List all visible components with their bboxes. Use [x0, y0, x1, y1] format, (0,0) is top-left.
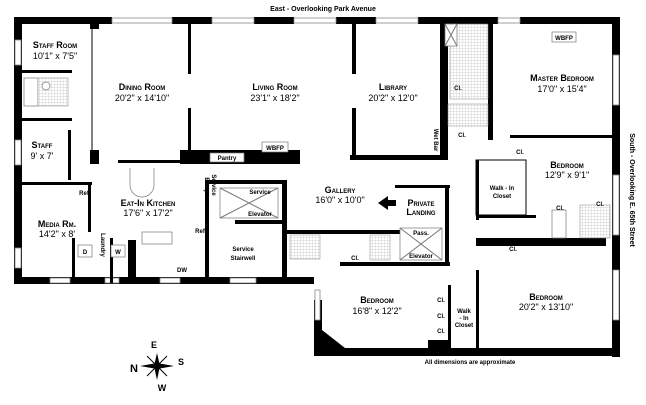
walk-in-small-label: - In: [460, 316, 469, 322]
closet-label: Cl.: [437, 329, 445, 335]
staff-name: Staff: [32, 140, 53, 150]
bedroom-4-dims: 20'2" x 13'10": [519, 302, 573, 312]
bedroom-4-name: Bedroom: [529, 292, 563, 302]
staff-dims: 9' x 7': [31, 151, 54, 161]
pass-elevator-label: Elevator: [409, 254, 433, 260]
compass-w: W: [158, 383, 167, 393]
closet-label: Cl.: [437, 298, 445, 304]
closet-label: Cl.: [437, 314, 445, 320]
compass-icon: E N S W: [130, 340, 184, 393]
living-room-name: Living Room: [252, 82, 297, 92]
pantry-label: Pantry: [218, 156, 237, 162]
service-elevator-label: Service: [249, 190, 271, 196]
compass-s: S: [178, 357, 184, 367]
ref-label: Ref: [195, 229, 206, 235]
closet-label: Cl.: [458, 133, 466, 139]
dw-label: DW: [177, 268, 187, 274]
outer-walls: [14, 17, 620, 357]
library-dims: 20'2" x 12'0": [368, 93, 417, 103]
dining-room-dims: 20'2" x 14'10": [115, 93, 169, 103]
master-bedroom-name: Master Bedroom: [530, 73, 594, 83]
dryer-label: D: [83, 250, 88, 256]
dining-room-name: Dining Room: [119, 82, 166, 92]
approximate-note: All dimensions are approximate: [425, 360, 516, 366]
east-orientation-label: East - Overlooking Park Avenue: [270, 6, 376, 13]
service-stairwell-label: Service: [232, 247, 254, 253]
service-stairwell-label: Stairwell: [231, 256, 256, 262]
closet-label: Cl.: [596, 202, 604, 208]
library-name: Library: [379, 82, 407, 92]
walk-in-closet-label: Walk - In: [490, 186, 515, 192]
media-room-name: Media Rm.: [38, 219, 76, 229]
private-landing-label: Landing: [406, 207, 435, 217]
walk-in-closet-label: Closet: [493, 194, 511, 200]
walk-in-small-label: Walk: [457, 309, 471, 315]
closet-label: Cl.: [556, 206, 564, 212]
bedroom-3-dims: 16'8" x 12'2": [352, 306, 401, 316]
arrow-icon: [378, 196, 396, 210]
pass-elevator-label: Pass.: [413, 231, 429, 237]
closet-label: Cl.: [351, 256, 359, 262]
service-elevator-label: Elevator: [248, 212, 272, 218]
compass-e: E: [151, 340, 157, 350]
south-orientation-label: South - Overlooking E. 65th Street: [628, 133, 635, 247]
ref-label: Ref: [79, 191, 90, 197]
kitchen-name: Eat-In Kitchen: [121, 198, 176, 208]
compass-n: N: [130, 363, 138, 375]
interior-walls: [22, 17, 612, 350]
master-bedroom-dims: 17'0" x 15'4": [537, 84, 586, 94]
wbfp-living-label: WBFP: [266, 146, 284, 152]
closet-label: Cl.: [454, 86, 462, 92]
fixture-labels: WBFP WBFP Pantry Wet Bar Cl. Cl. Cl. Cl.…: [77, 31, 604, 335]
walk-in-small-label: Closet: [455, 323, 473, 329]
media-room-dims: 14'2" x 8': [39, 229, 75, 239]
closet-label: Cl.: [509, 247, 517, 253]
fixtures: [23, 23, 611, 261]
private-landing-label: Private: [407, 198, 434, 208]
living-room-dims: 23'1" x 18'2": [250, 93, 299, 103]
staff-room-name: Staff Room: [33, 40, 77, 50]
laundry-label: Laundry: [99, 233, 105, 257]
washer-label: W: [115, 250, 121, 256]
gallery-dims: 16'0" x 10'0": [315, 195, 364, 205]
service-entry-label: Service: [210, 174, 216, 196]
bedroom-3-name: Bedroom: [360, 295, 394, 305]
closet-label: Cl.: [516, 150, 524, 156]
service-entry-label: Entry: [203, 177, 209, 193]
wet-bar-label: Wet Bar: [432, 129, 438, 152]
bedroom-2-name: Bedroom: [550, 160, 584, 170]
kitchen-dims: 17'6" x 17'2": [123, 208, 172, 218]
gallery-name: Gallery: [325, 185, 356, 195]
staff-room-dims: 10'1" x 7'5": [33, 51, 77, 61]
room-labels: Staff Room 10'1" x 7'5" Dining Room 20'2…: [31, 40, 594, 316]
wbfp-master-label: WBFP: [555, 36, 573, 42]
bedroom-2-dims: 12'9" x 9'1": [545, 170, 589, 180]
